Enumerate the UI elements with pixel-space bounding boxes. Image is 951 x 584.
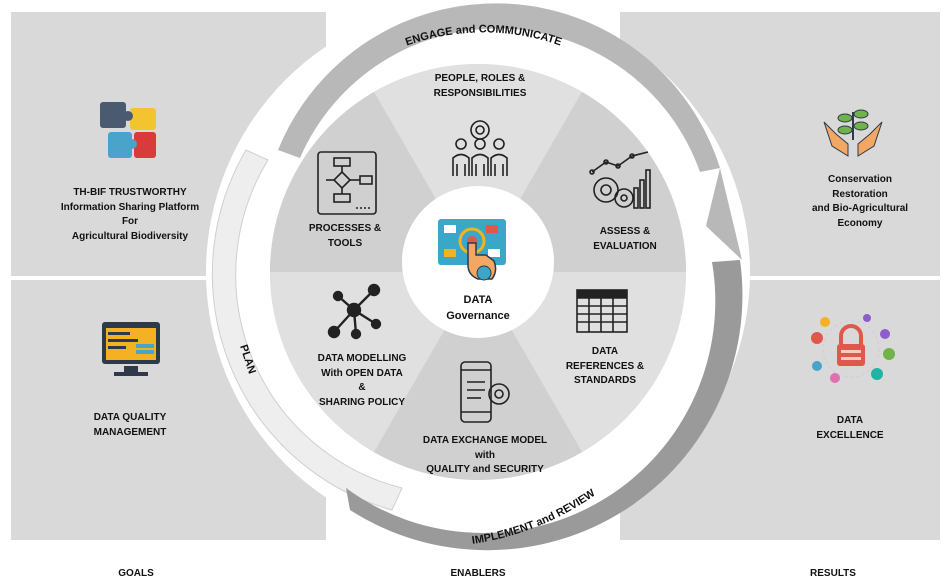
touch-screen-icon (438, 219, 506, 281)
engage-band (278, 3, 720, 173)
result-conservation-line3: and Bio-Agricultural (811, 203, 909, 214)
segment-modelling-line3: & (358, 382, 366, 393)
result-conservation-line2: Restoration (832, 188, 888, 200)
result-excellence-label: DATA EXCELLENCE (790, 414, 910, 443)
result-excellence-line1: DATA (836, 415, 864, 426)
goal-platform-label: TH-BIF TRUSTWORTHY Information Sharing P… (40, 186, 220, 244)
mobile-gear-icon (460, 361, 510, 423)
result-conservation-line4: Economy (837, 217, 883, 229)
goal-platform-line3: For (121, 216, 139, 227)
goal-quality-line1: DATA QUALITY (93, 412, 167, 423)
network-icon (327, 283, 382, 340)
segment-people-line2: RESPONSIBILITIES (433, 87, 527, 99)
segment-exchange-line1: DATA EXCHANGE MODEL (422, 435, 548, 446)
segment-processes-line2: TOOLS (327, 237, 363, 249)
goal-quality-line2: MANAGEMENT (93, 426, 167, 438)
segment-references-line1: DATA (591, 346, 619, 357)
segment-assess-line2: EVALUATION (593, 240, 657, 252)
center-line1: DATA (463, 294, 493, 306)
table-icon (576, 289, 628, 333)
segment-exchange-line2: with (475, 449, 495, 461)
data-lock-icon (811, 314, 895, 383)
segment-exchange-line3: QUALITY and SECURITY (426, 464, 544, 475)
center-line2: Governance (446, 309, 510, 322)
segment-processes-line1: PROCESSES & (308, 223, 382, 234)
result-conservation-label: Conservation Restoration and Bio-Agricul… (790, 173, 930, 231)
segment-people-line1: PEOPLE, ROLES & (434, 73, 526, 84)
segment-assess-line1: ASSESS & (599, 226, 651, 237)
puzzle-icon (100, 102, 156, 158)
goal-quality-label: DATA QUALITY MANAGEMENT (60, 411, 200, 440)
segment-modelling-line1: DATA MODELLING (317, 353, 407, 364)
goal-platform-line1: TH-BIF TRUSTWORTHY (73, 187, 187, 198)
plan-band (211, 149, 403, 511)
code-monitor-icon (102, 322, 160, 376)
segment-processes-label: PROCESSES & TOOLS (290, 222, 400, 251)
result-conservation-line1: Conservation (828, 174, 892, 185)
goal-platform-line4: Agricultural Biodiversity (71, 230, 189, 242)
center-label: DATA Governance (418, 293, 538, 325)
implement-band (346, 260, 743, 551)
segment-exchange-label: DATA EXCHANGE MODEL with QUALITY and SEC… (400, 434, 570, 478)
people-gear-icon (452, 120, 508, 176)
gears-chart-icon (589, 151, 651, 209)
footer-goals: GOALS (118, 568, 154, 579)
goal-platform-line2: Information Sharing Platform (60, 201, 200, 213)
flowchart-icon (317, 151, 377, 215)
segment-references-label: DATA REFERENCES & STANDARDS (540, 345, 670, 389)
segment-references-line3: STANDARDS (573, 375, 637, 386)
plant-hands-icon (823, 109, 883, 157)
segment-people-label: PEOPLE, ROLES & RESPONSIBILITIES (410, 72, 550, 101)
footer-enablers: ENABLERS (450, 568, 506, 579)
result-excellence-line2: EXCELLENCE (816, 429, 884, 441)
segment-modelling-label: DATA MODELLING With OPEN DATA & SHARING … (292, 352, 432, 410)
segment-assess-label: ASSESS & EVALUATION (560, 225, 690, 254)
segment-references-line2: REFERENCES & (565, 360, 645, 372)
footer-results: RESULTS (810, 568, 856, 579)
segment-modelling-line4: SHARING POLICY (318, 396, 406, 408)
segment-modelling-line2: With OPEN DATA (321, 367, 403, 379)
